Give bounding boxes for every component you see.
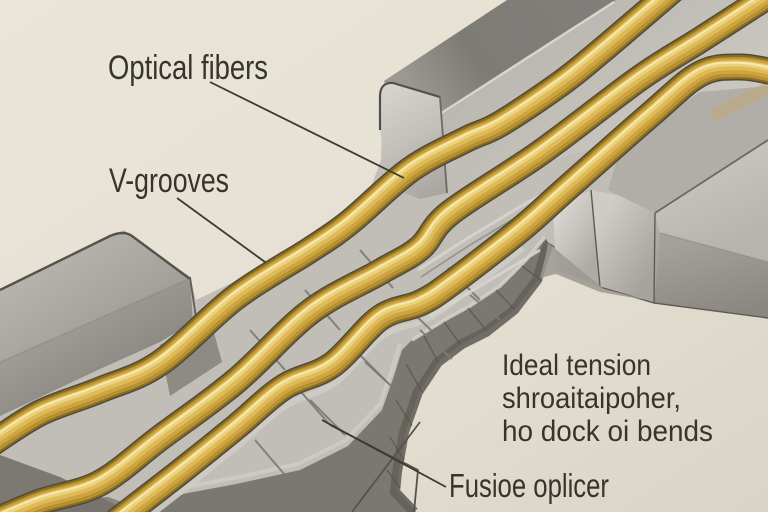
svg-text:Fusioe oplicer: Fusioe oplicer <box>449 467 609 504</box>
svg-text:shroaitaipoher,: shroaitaipoher, <box>502 382 681 415</box>
svg-text:V-grooves: V-grooves <box>109 162 229 200</box>
svg-text:Ideal tension: Ideal tension <box>502 349 651 382</box>
svg-text:ho dock oi bends: ho dock oi bends <box>502 415 713 448</box>
svg-text:Optical fibers: Optical fibers <box>108 49 268 87</box>
